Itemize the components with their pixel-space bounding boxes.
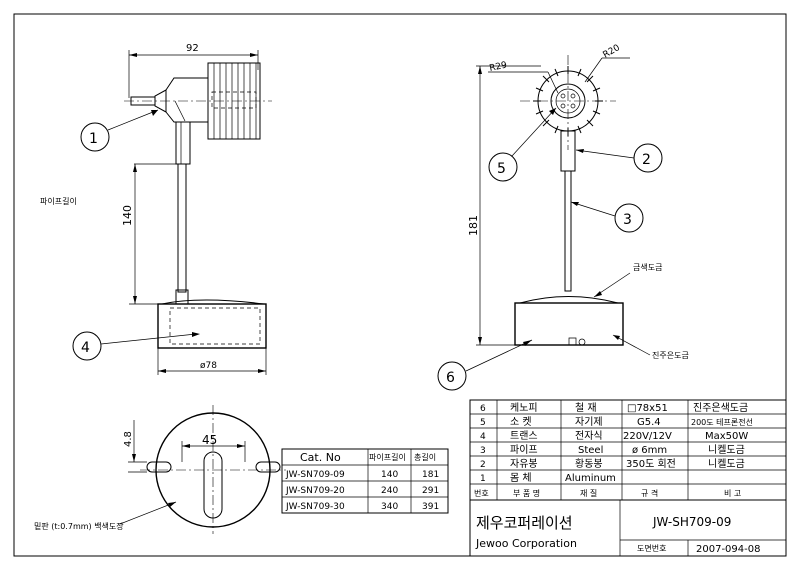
svg-text:니켈도금: 니켈도금 [708, 444, 745, 456]
cat-row-1-total: 181 [422, 470, 439, 480]
cat-row-3-catno: JW-SN709-30 [285, 502, 345, 512]
bom-part-body: 몸 체 [510, 472, 532, 484]
svg-text:3: 3 [623, 212, 632, 228]
bill-of-materials: 6 케노피 철 재 □78x51 진주은색도금 5 소 켓 자기제 G5.4 2… [469, 399, 787, 557]
drawing-no-label: 도면번호 [637, 543, 666, 553]
svg-text:4: 4 [480, 432, 486, 442]
svg-text:황동봉: 황동봉 [575, 458, 603, 470]
cat-row-3-total: 391 [422, 502, 439, 512]
svg-text:진주은색도금: 진주은색도금 [693, 402, 748, 414]
bottom-view: 45 4.8 밑판 (t:0.7mm) 백색도장 [34, 405, 286, 534]
bom-part-trans: 트랜스 [510, 430, 538, 442]
bom-header-material: 재 질 [580, 489, 597, 498]
cat-header-catno: Cat. No [300, 451, 341, 464]
balloon-1 [80, 122, 110, 152]
svg-text:자기제: 자기제 [575, 416, 603, 428]
company-name-kr: 제우코퍼레이션 [476, 514, 573, 532]
dim-radius-left: R29 [489, 60, 509, 74]
balloon-5 [488, 152, 518, 182]
company-name-en: Jewoo Corporation [475, 537, 577, 550]
balloon-6 [437, 361, 467, 391]
cat-header-pipe: 파이프길이 [369, 452, 406, 462]
cat-header-total: 총길이 [414, 452, 436, 462]
svg-text:220V/12V: 220V/12V [623, 431, 672, 442]
bom-part-free-rod: 자유봉 [510, 458, 538, 470]
bom-header-no: 번호 [474, 489, 489, 498]
label-bottom-plate: 밑판 (t:0.7mm) 백색도장 [34, 521, 124, 531]
bom-header-remark: 비 고 [724, 489, 741, 498]
balloon-4 [72, 331, 102, 361]
dim-hole-spacing: 45 [202, 433, 217, 447]
model-number: JW-SH709-09 [652, 515, 731, 529]
svg-text:전자식: 전자식 [575, 430, 603, 442]
svg-text:G5.4: G5.4 [637, 417, 661, 428]
svg-text:4: 4 [81, 340, 90, 356]
svg-text:5: 5 [497, 161, 506, 177]
svg-text:200도 테프론전선: 200도 테프론전선 [691, 417, 753, 427]
drawing-border [13, 13, 787, 557]
svg-text:Steel: Steel [578, 445, 603, 456]
label-pearl-plating: 진주은도금 [652, 350, 689, 360]
bom-part-socket: 소 켓 [510, 416, 532, 428]
balloon-3 [614, 203, 644, 233]
cat-row-3-pipe: 340 [381, 502, 398, 512]
svg-text:5: 5 [480, 418, 486, 428]
svg-text:니켈도금: 니켈도금 [708, 458, 745, 470]
svg-text:6: 6 [446, 370, 455, 386]
dim-small: 4.8 [123, 431, 134, 447]
svg-text:1: 1 [480, 474, 486, 484]
cat-row-1-pipe: 140 [381, 470, 398, 480]
side-view: R29 R20 181 5 2 3 6 금색 [437, 43, 689, 391]
bom-part-canopy: 케노피 [510, 402, 538, 414]
dim-width-top: 92 [186, 43, 199, 54]
svg-text:6: 6 [480, 404, 486, 414]
dim-pipe-length: 140 [121, 205, 134, 226]
svg-text:□78x51: □78x51 [627, 403, 668, 414]
bom-part-pipe: 파이프 [510, 444, 538, 456]
svg-text:Aluminum: Aluminum [565, 473, 616, 484]
label-pipe-length: 파이프길이 [40, 196, 77, 206]
bom-header-name: 부 품 명 [513, 488, 540, 498]
cat-row-2-total: 291 [422, 486, 439, 496]
dim-base-diameter: ø78 [200, 361, 217, 371]
svg-text:1: 1 [89, 131, 98, 147]
bom-header-spec: 규 격 [641, 488, 658, 498]
dim-overall-height: 181 [467, 215, 480, 236]
catalog-table: Cat. No 파이프길이 총길이 JW-SN709-09 140 181 JW… [281, 448, 449, 514]
drawing-number: 2007-094-08 [696, 544, 760, 555]
svg-text:3: 3 [480, 446, 486, 456]
cat-row-1-catno: JW-SN709-09 [285, 470, 345, 480]
svg-text:철 재: 철 재 [575, 402, 597, 414]
svg-text:2: 2 [642, 152, 651, 168]
cat-row-2-pipe: 240 [381, 486, 398, 496]
svg-text:ø 6mm: ø 6mm [632, 445, 667, 456]
front-view: 92 140 파이프길이 [40, 43, 272, 375]
svg-text:2: 2 [480, 460, 486, 470]
label-gold-plating: 금색도금 [633, 262, 662, 272]
cat-row-2-catno: JW-SN709-20 [285, 486, 345, 496]
svg-text:350도 회전: 350도 회전 [626, 458, 676, 470]
svg-text:Max50W: Max50W [705, 431, 748, 442]
